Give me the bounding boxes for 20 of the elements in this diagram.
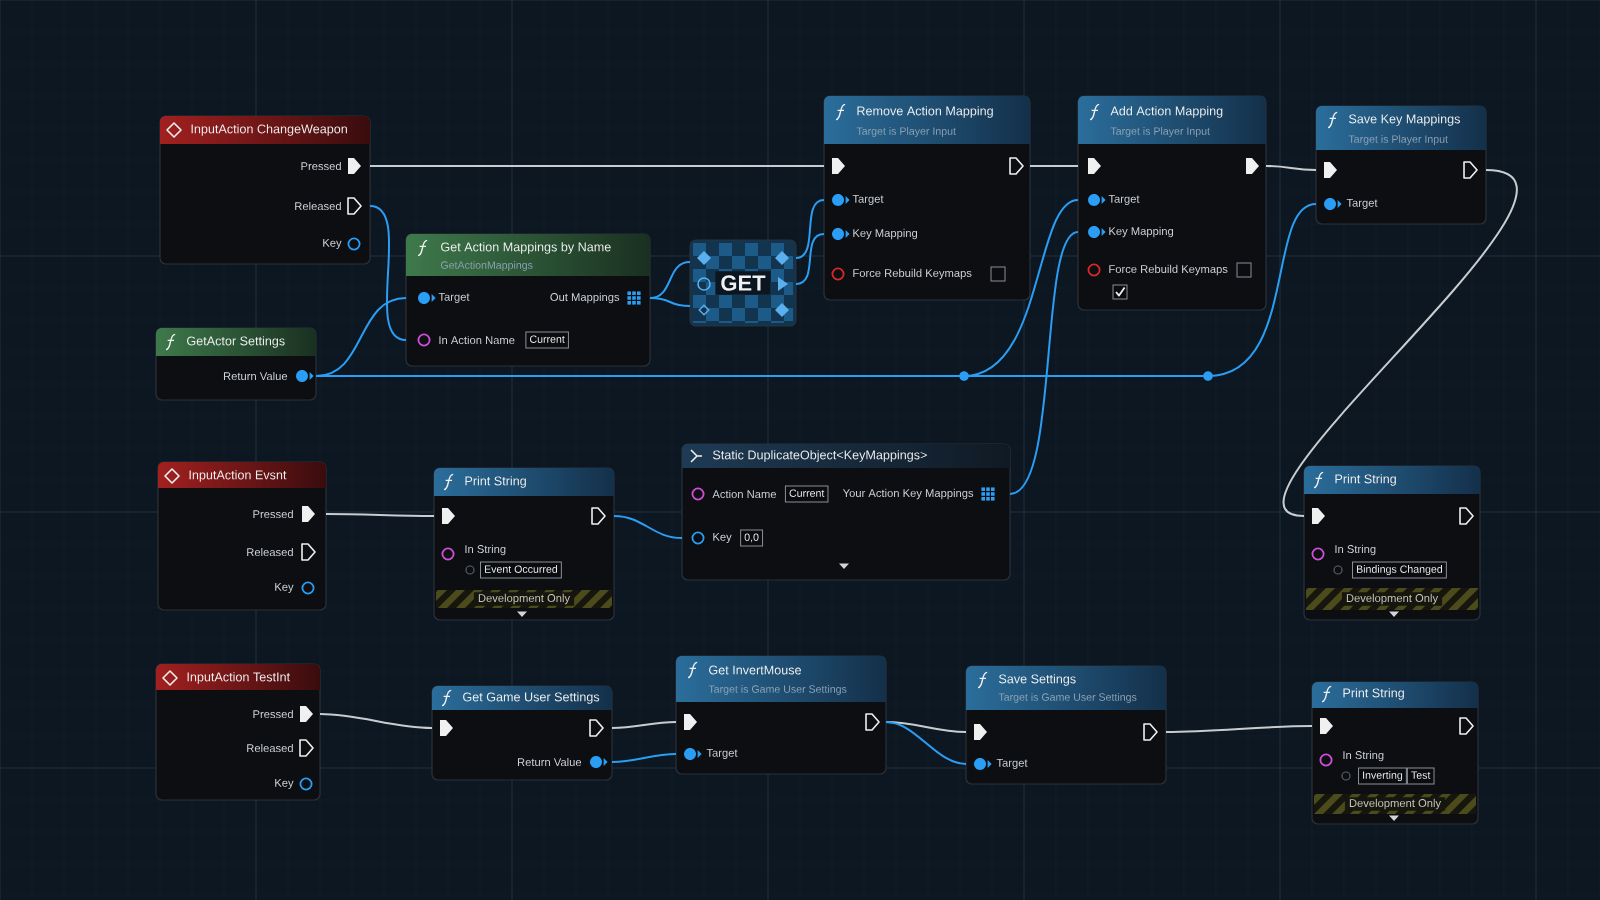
wire (315, 297, 407, 377)
wire (315, 203, 1317, 377)
wire (795, 199, 825, 259)
wire (649, 297, 691, 307)
wire (325, 513, 435, 517)
wire (319, 713, 433, 729)
wire (1284, 169, 1518, 517)
wire (1029, 165, 1079, 167)
wire (611, 721, 677, 729)
wire (885, 721, 967, 765)
wire (1165, 725, 1313, 733)
wire (369, 205, 407, 341)
wire (1009, 231, 1079, 495)
node-label: GET (715, 271, 771, 295)
wire (611, 753, 677, 763)
wire (795, 233, 825, 285)
wire (613, 515, 683, 539)
wire (649, 261, 691, 299)
wire (1265, 165, 1317, 171)
wire (369, 165, 825, 167)
